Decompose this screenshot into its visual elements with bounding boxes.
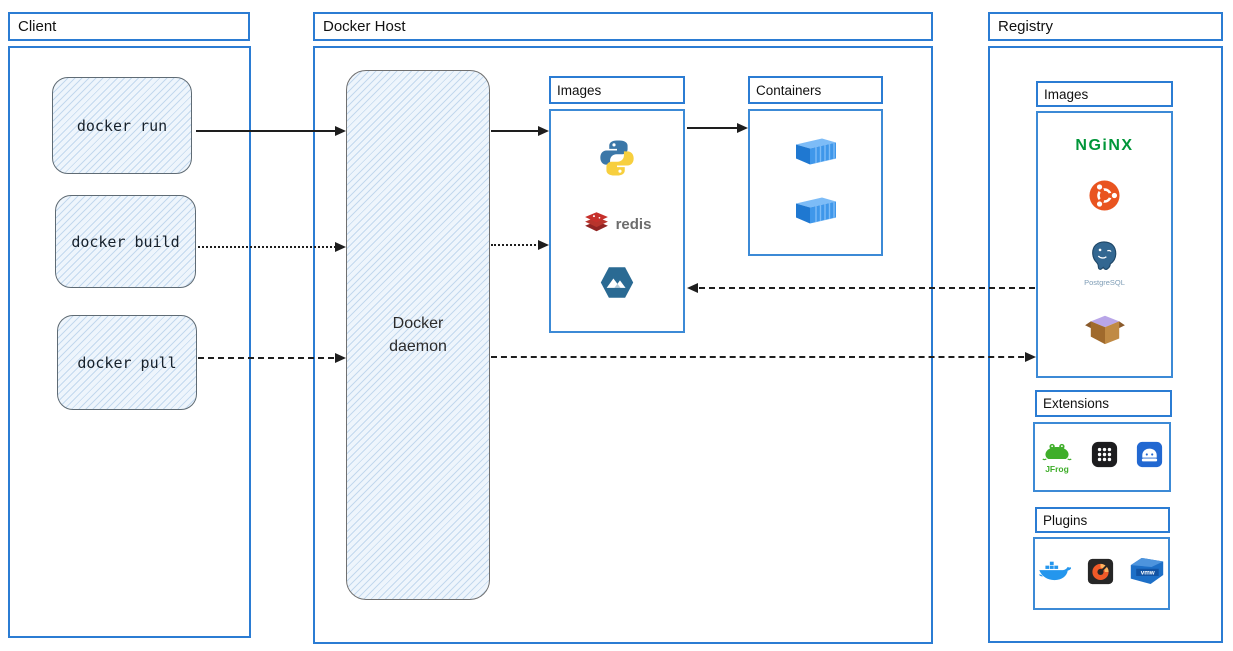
docker-host-section-title: Docker Host	[313, 12, 933, 41]
registry-images-title-label: Images	[1044, 86, 1089, 102]
busybox-icon	[1082, 311, 1128, 352]
redis-image-item: redis	[583, 210, 652, 239]
arrowhead-icon	[687, 283, 698, 293]
jfrog-extension-item: JFrog	[1041, 441, 1073, 474]
nginx-icon: NGiNX	[1075, 136, 1134, 154]
registry-images-panel: NGiNX	[1036, 111, 1173, 378]
plugins-panel: vmw	[1033, 537, 1170, 610]
postgresql-image-item: PostgreSQL	[1084, 240, 1125, 287]
extensions-panel-title: Extensions	[1035, 390, 1172, 417]
registry-title-label: Registry	[998, 18, 1054, 35]
registry-section-title: Registry	[988, 12, 1223, 41]
arrowhead-icon	[335, 242, 346, 252]
docker-pull-node: docker pull	[57, 315, 197, 410]
postgresql-label: PostgreSQL	[1084, 278, 1125, 288]
jfrog-icon	[1041, 441, 1073, 466]
docker-whale-icon	[1038, 558, 1073, 589]
postgresql-icon	[1087, 240, 1121, 277]
extensions-title-label: Extensions	[1043, 396, 1110, 411]
plugins-title-label: Plugins	[1043, 512, 1088, 528]
docker-build-node: docker build	[55, 195, 196, 288]
containers-panel-title: Containers	[748, 76, 883, 104]
registry-images-panel-title: Images	[1036, 81, 1173, 107]
redis-icon	[583, 210, 610, 239]
arrowhead-icon	[538, 126, 549, 136]
docker-host-title-label: Docker Host	[323, 18, 406, 35]
ubuntu-icon	[1088, 179, 1121, 217]
grafana-icon	[1087, 558, 1114, 590]
arrowhead-icon	[1025, 352, 1036, 362]
plugins-panel-title: Plugins	[1035, 507, 1170, 533]
host-images-title-label: Images	[557, 82, 602, 98]
python-icon	[597, 138, 637, 183]
docker-daemon-label-line1: Docker	[392, 314, 444, 332]
arrowhead-icon	[538, 240, 549, 250]
containers-title-label: Containers	[756, 82, 822, 98]
arrow-daemon-to-registry	[491, 352, 1036, 362]
arrow-registry-to-host-images	[687, 283, 1035, 293]
docker-daemon-label-line2: daemon	[389, 338, 447, 355]
container-icon	[794, 135, 838, 171]
arrow-run-to-daemon	[196, 126, 346, 136]
arrow-daemon-to-images-dotted	[491, 240, 549, 250]
drive-icon	[1136, 441, 1163, 473]
client-section-title: Client	[8, 12, 250, 41]
vmware-label: vmw	[1140, 570, 1154, 577]
arrow-pull-to-daemon	[198, 353, 346, 363]
extensions-panel: JFrog	[1033, 422, 1171, 492]
alpine-icon	[599, 266, 635, 304]
arrow-daemon-to-images-solid	[491, 126, 549, 136]
docker-run-label: docker run	[76, 116, 168, 135]
docker-build-label: docker build	[71, 232, 180, 251]
redis-label: redis	[615, 216, 652, 233]
container-icon	[794, 194, 838, 230]
docker-run-node: docker run	[52, 77, 192, 174]
arrowhead-icon	[335, 353, 346, 363]
arrowhead-icon	[335, 126, 346, 136]
containers-panel	[748, 109, 883, 256]
host-images-panel: redis	[549, 109, 685, 333]
app-grid-icon	[1091, 441, 1118, 473]
docker-pull-label: docker pull	[77, 353, 177, 372]
jfrog-label: JFrog	[1045, 463, 1069, 474]
arrow-images-to-containers	[687, 123, 748, 133]
arrow-build-to-daemon	[198, 242, 346, 252]
host-images-panel-title: Images	[549, 76, 685, 104]
docker-daemon-node: Docker daemon	[346, 70, 490, 600]
client-title-label: Client	[18, 18, 57, 35]
vmware-icon: vmw	[1129, 556, 1165, 591]
arrowhead-icon	[737, 123, 748, 133]
